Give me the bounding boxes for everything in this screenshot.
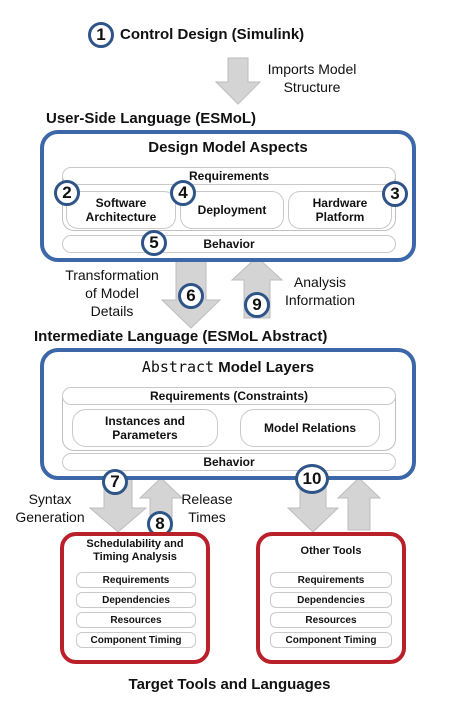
sched-item-dependencies: Dependencies: [76, 592, 196, 608]
release-line2: Times: [188, 509, 226, 525]
analysis-label: Analysis Information: [280, 273, 360, 309]
design-model-title: Design Model Aspects: [148, 139, 308, 156]
abstract-panel-title-a: Abstract: [141, 358, 215, 376]
model-relations-box: Model Relations: [240, 409, 380, 447]
badge-4: 4: [170, 180, 196, 206]
abstract-title: Intermediate Language (ESMoL Abstract): [34, 328, 328, 345]
sched-title-line2: Timing Analysis: [93, 551, 177, 563]
transformation-label: Transformation of Model Details: [52, 266, 172, 320]
syntax-line1: Syntax: [28, 491, 72, 507]
esmol-behavior: Behavior: [62, 235, 396, 253]
transform-line2: of Model: [85, 285, 139, 301]
schedulability-title: Schedulability and Timing Analysis: [60, 538, 210, 564]
other-item-resources: Resources: [270, 612, 392, 628]
imports-line2: Structure: [283, 79, 341, 95]
imports-label: Imports Model Structure: [262, 60, 362, 96]
other-item-component-timing: Component Timing: [270, 632, 392, 648]
esmol-title: User-Side Language (ESMoL): [46, 110, 257, 127]
analysis-line1: Analysis: [293, 274, 347, 290]
badge-5: 5: [141, 230, 167, 256]
abstract-panel-title: Abstract Model Layers: [40, 358, 416, 376]
sched-item-component-timing: Component Timing: [76, 632, 196, 648]
sched-title-line1: Schedulability and: [86, 538, 184, 550]
imports-line1: Imports Model: [267, 61, 357, 77]
other-item-dependencies: Dependencies: [270, 592, 392, 608]
badge-2: 2: [54, 180, 80, 206]
other-tools-up-arrow: [336, 477, 382, 531]
badge-6: 6: [178, 283, 204, 309]
imports-arrow: [214, 57, 262, 105]
esmol-requirements: Requirements: [62, 167, 396, 185]
sched-item-requirements: Requirements: [76, 572, 196, 588]
badge-3: 3: [382, 181, 408, 207]
badge-1: 1: [88, 22, 114, 48]
deployment-box: Deployment: [180, 191, 284, 229]
other-item-requirements: Requirements: [270, 572, 392, 588]
abstract-requirements: Requirements (Constraints): [62, 387, 396, 405]
control-design-label: Control Design (Simulink): [120, 26, 305, 43]
transform-line1: Transformation: [65, 267, 159, 283]
abstract-panel-title-b: Model Layers: [218, 359, 315, 376]
syntax-generation-arrow: [88, 477, 148, 533]
footer-label: Target Tools and Languages: [128, 676, 331, 693]
release-line1: Release: [181, 491, 233, 507]
badge-10: 10: [295, 464, 329, 494]
badge-7: 7: [102, 469, 128, 495]
syntax-label: Syntax Generation: [6, 490, 94, 526]
analysis-line2: Information: [284, 292, 356, 308]
transform-line3: Details: [90, 303, 134, 319]
syntax-line2: Generation: [15, 509, 85, 525]
badge-9: 9: [244, 292, 270, 318]
release-label: Release Times: [172, 490, 242, 526]
other-tools-title: Other Tools: [300, 545, 362, 557]
sched-item-resources: Resources: [76, 612, 196, 628]
